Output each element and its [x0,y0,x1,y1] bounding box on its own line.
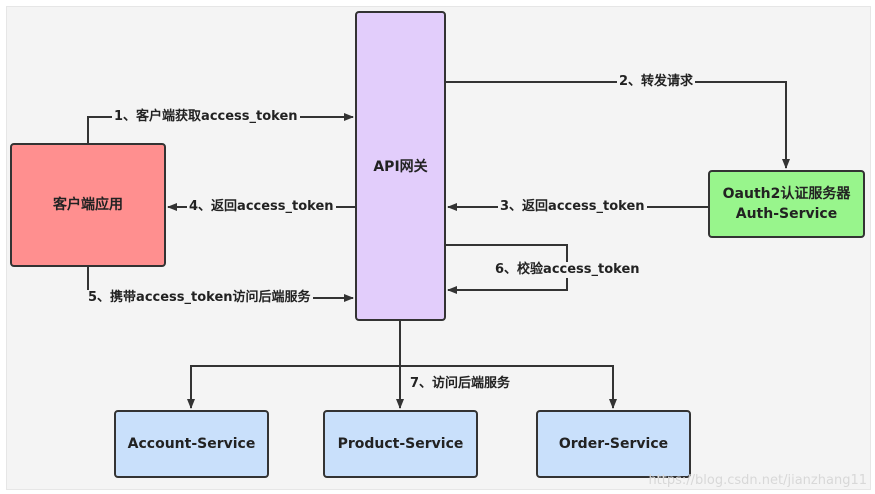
watermark: https://blog.csdn.net/jianzhang11 [648,473,867,488]
edge-label-step4: 4、返回access_token [187,199,336,215]
api-gateway-node: API网关 [355,11,446,321]
edge-step2 [446,81,790,169]
account-service-label: Account-Service [127,436,256,452]
order-service-node: Order-Service [536,410,691,478]
product-service-label: Product-Service [337,436,464,452]
account-service-node: Account-Service [114,410,269,478]
edge-label-step5: 5、携带access_token访问后端服务 [86,290,313,306]
order-service-label: Order-Service [558,436,669,452]
edge-step7-account [187,365,400,409]
api-gateway-label: API网关 [373,159,428,175]
edge-label-step2: 2、转发请求 [617,74,696,90]
client-app-node: 客户端应用 [10,143,166,267]
edge-label-step7: 7、访问后端服务 [410,376,511,391]
edge-label-step3: 3、返回access_token [498,199,647,215]
auth-service-node: Oauth2认证服务器 Auth-Service [708,170,865,238]
edge-step7-order [400,365,617,409]
auth-service-label-line2: Auth-Service [735,206,838,222]
product-service-node: Product-Service [323,410,478,478]
auth-service-label-line1: Oauth2认证服务器 [722,186,851,202]
edge-label-step6: 6、校验access_token [493,262,642,278]
client-app-label: 客户端应用 [53,197,123,213]
edge-label-step1: 1、客户端获取access_token [112,109,300,125]
